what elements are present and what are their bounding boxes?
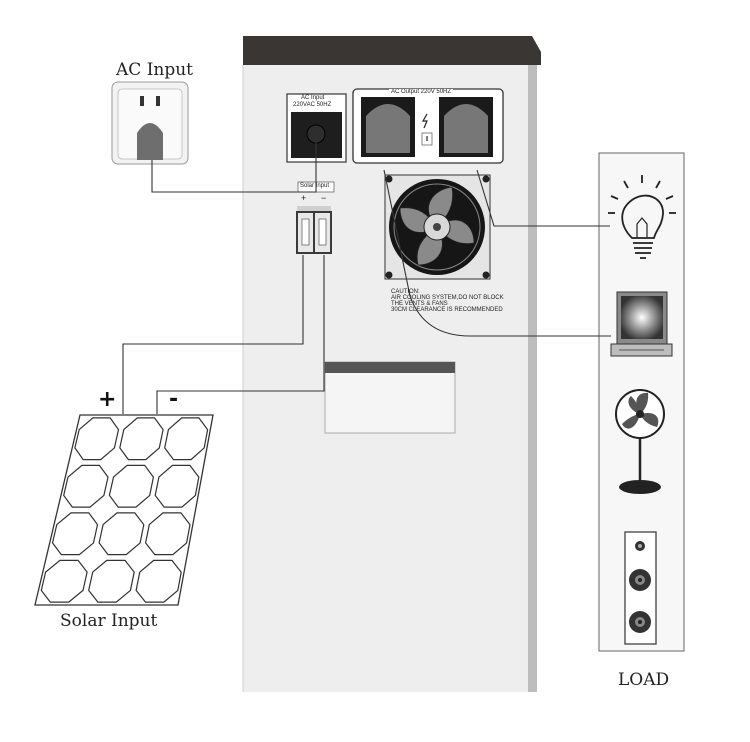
wiring [122, 134, 611, 414]
load-label: LOAD [618, 670, 670, 690]
lightning-icon [421, 113, 428, 129]
solar-panel-icon [34, 414, 214, 606]
ac-output-panel-label: AC Output 220V 50HZ [389, 89, 454, 96]
ac-output-panel [352, 88, 504, 164]
solar-cell [40, 559, 88, 603]
solar-cell [164, 417, 209, 461]
solar-input-label: Solar Input [60, 611, 158, 631]
solar-cell [108, 464, 155, 508]
standing-fan-icon [615, 389, 665, 494]
solar-cell [74, 417, 120, 461]
plus-sign: + [98, 387, 117, 412]
speaker-icon [624, 531, 657, 645]
breaker-minus: − [321, 193, 327, 203]
caution-line-2: AIR COOLING SYSTEM,DO NOT BLOCK [391, 295, 504, 301]
solar-cell [119, 417, 164, 461]
light-bulb-icon [608, 175, 676, 259]
solar-cell [135, 559, 182, 603]
cabinet-door [324, 361, 456, 434]
caution-line-3: THE VENTS & FANS [391, 301, 448, 307]
ac-input-panel-label-1: AC Input [301, 95, 325, 101]
caution-line-1: CAUTION: [391, 289, 420, 295]
ac-input-label: AC Input [116, 60, 194, 80]
solar-cell [144, 512, 191, 556]
solar-cell [63, 464, 109, 508]
solar-input-tag: Solar Input [300, 183, 330, 189]
solar-cell [154, 464, 200, 508]
solar-cell [98, 512, 145, 556]
solar-cells [40, 417, 209, 603]
solar-cell [88, 559, 135, 603]
breaker-plus: + [301, 193, 307, 203]
solar-cell [51, 512, 99, 556]
monitor-icon [610, 291, 673, 357]
cooling-fan-icon [384, 174, 491, 280]
ac-input-panel-label-2: 220VAC 50HZ [293, 102, 332, 108]
wall-outlet-icon [111, 81, 189, 165]
caution-line-4: 30CM CLEARANCE IS RECOMMENDED [391, 307, 503, 313]
minus-sign: - [169, 387, 179, 412]
